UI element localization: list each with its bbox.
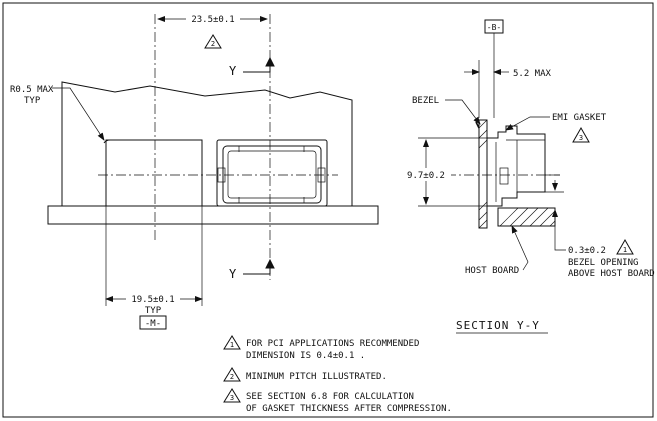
port-right-cage (216, 139, 328, 207)
connector-section (487, 125, 560, 207)
svg-text:1: 1 (230, 341, 234, 349)
width-dimension-text: 19.5±0.1 (131, 295, 174, 305)
section-marker-bottom: Y (229, 258, 275, 281)
gasket-note-ref-triangle: 3 (572, 126, 590, 143)
notes: 1 FOR PCI APPLICATIONS RECOMMENDED DIMEN… (223, 335, 452, 414)
svg-text:3: 3 (230, 394, 234, 402)
svg-text:2: 2 (211, 40, 215, 48)
svg-text:SEE SECTION 6.8 FOR CALCULATIO: SEE SECTION 6.8 FOR CALCULATION (246, 392, 414, 402)
svg-text:MINIMUM PITCH ILLUSTRATED.: MINIMUM PITCH ILLUSTRATED. (246, 372, 387, 382)
pitch-note-ref-triangle: 2 (204, 34, 222, 49)
port-left (105, 139, 203, 207)
section-view: -B- 5.2 MAX (401, 19, 655, 334)
host-board-section (497, 207, 556, 227)
front-view: 23.5±0.1 2 R0.5 MAX TYP Y Y 19.5±0.1 TYP… (10, 13, 379, 330)
host-board-front (47, 205, 379, 225)
svg-text:Y: Y (229, 64, 237, 78)
clearance-line3: ABOVE HOST BOARD (568, 269, 655, 279)
radius-callout-line1: R0.5 MAX (10, 85, 54, 95)
note-3: 3 SEE SECTION 6.8 FOR CALCULATION OF GAS… (223, 388, 452, 414)
section-marker-top: Y (229, 56, 275, 78)
radius-leader (52, 87, 105, 141)
svg-text:2: 2 (230, 373, 234, 381)
svg-text:OF GASKET THICKNESS AFTER COMP: OF GASKET THICKNESS AFTER COMPRESSION. (246, 404, 452, 414)
svg-text:DIMENSION IS 0.4±0.1 .: DIMENSION IS 0.4±0.1 . (246, 351, 365, 361)
bezel-front (61, 81, 353, 206)
bezel-label: BEZEL (412, 96, 439, 106)
note-2: 2 MINIMUM PITCH ILLUSTRATED. (223, 367, 387, 382)
datum-b-text: -B- (487, 23, 501, 32)
width-typ-text: TYP (145, 306, 162, 316)
emi-gasket-label: EMI GASKET (552, 113, 607, 123)
note-1: 1 FOR PCI APPLICATIONS RECOMMENDED DIMEN… (223, 335, 419, 361)
clearance-dimension-text: 0.3±0.2 (568, 246, 606, 256)
datum-m-box (139, 315, 167, 330)
clearance-note-ref-triangle: 1 (616, 238, 634, 255)
height-dimension-text: 9.7±0.2 (407, 171, 445, 181)
pitch-dimension-text: 23.5±0.1 (191, 15, 234, 25)
svg-text:Y: Y (229, 267, 237, 281)
clearance-line2: BEZEL OPENING (568, 258, 638, 268)
datum-m-text: -M- (145, 319, 161, 329)
svg-text:3: 3 (579, 134, 583, 142)
offset-dimension-text: 5.2 MAX (513, 69, 552, 79)
bezel-section (478, 119, 488, 229)
radius-callout-line2: TYP (24, 96, 41, 106)
svg-text:1: 1 (623, 246, 627, 254)
section-title: SECTION Y-Y (456, 319, 540, 332)
host-board-label: HOST BOARD (465, 266, 519, 276)
svg-text:FOR PCI APPLICATIONS RECOMMEND: FOR PCI APPLICATIONS RECOMMENDED (246, 339, 419, 349)
